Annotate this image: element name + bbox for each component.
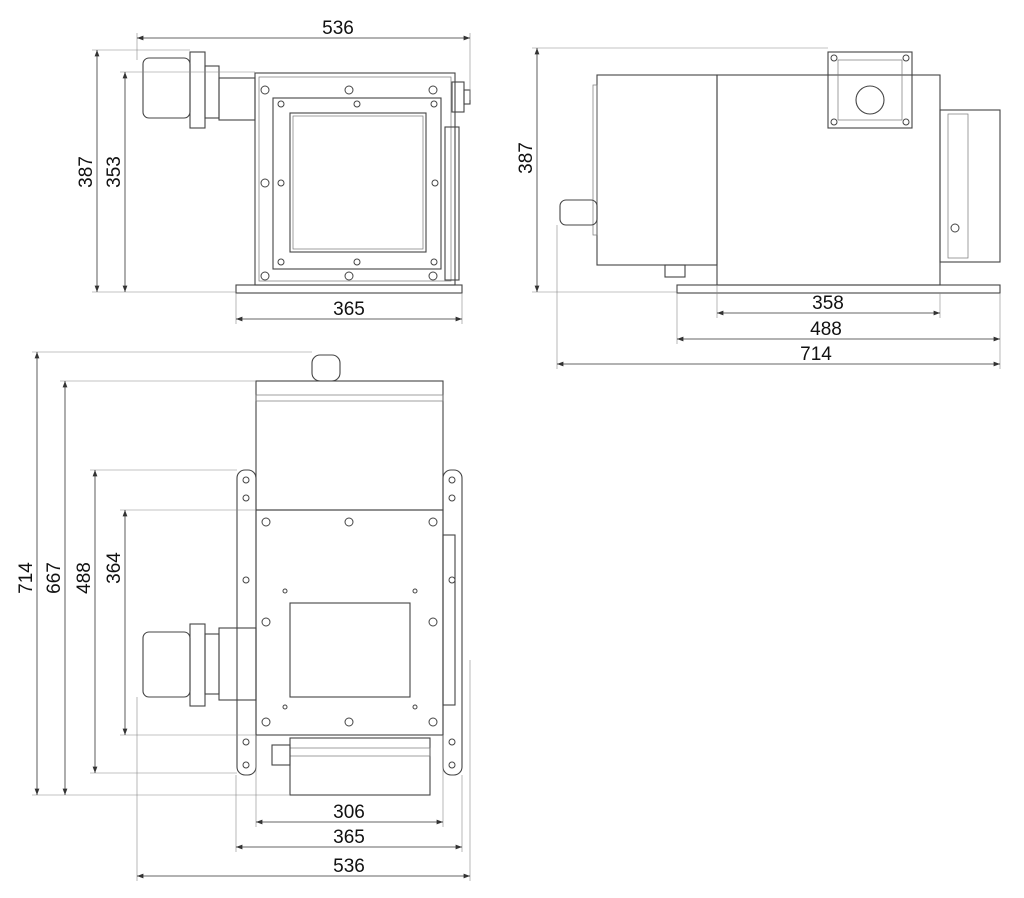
motor — [142, 57, 191, 119]
side-view: 387 358 488 714 — [516, 47, 1001, 369]
dim-top-flange-length: 488 — [74, 562, 95, 594]
dim-top-opening-length: 364 — [104, 552, 125, 584]
dim-front-base-width: 365 — [333, 299, 365, 320]
top-view: 714 667 488 364 306 365 536 — [16, 351, 471, 881]
dim-side-length-overall: 714 — [800, 344, 832, 365]
dim-top-length-overall: 714 — [16, 562, 37, 594]
dim-front-height-overall: 387 — [76, 156, 97, 188]
dim-top-width-overall: 536 — [333, 856, 365, 877]
dim-side-height-overall: 387 — [516, 142, 537, 174]
dim-side-base-length: 488 — [810, 319, 842, 340]
dim-top-opening-width: 306 — [333, 802, 365, 823]
dim-top-length-body: 667 — [44, 562, 65, 594]
dim-front-width-overall: 536 — [322, 18, 354, 39]
front-view: 536 387 353 365 — [76, 18, 471, 324]
dim-front-height-body: 353 — [104, 156, 125, 188]
dim-side-body-length: 358 — [812, 293, 844, 314]
dim-top-base-width: 365 — [333, 827, 365, 848]
